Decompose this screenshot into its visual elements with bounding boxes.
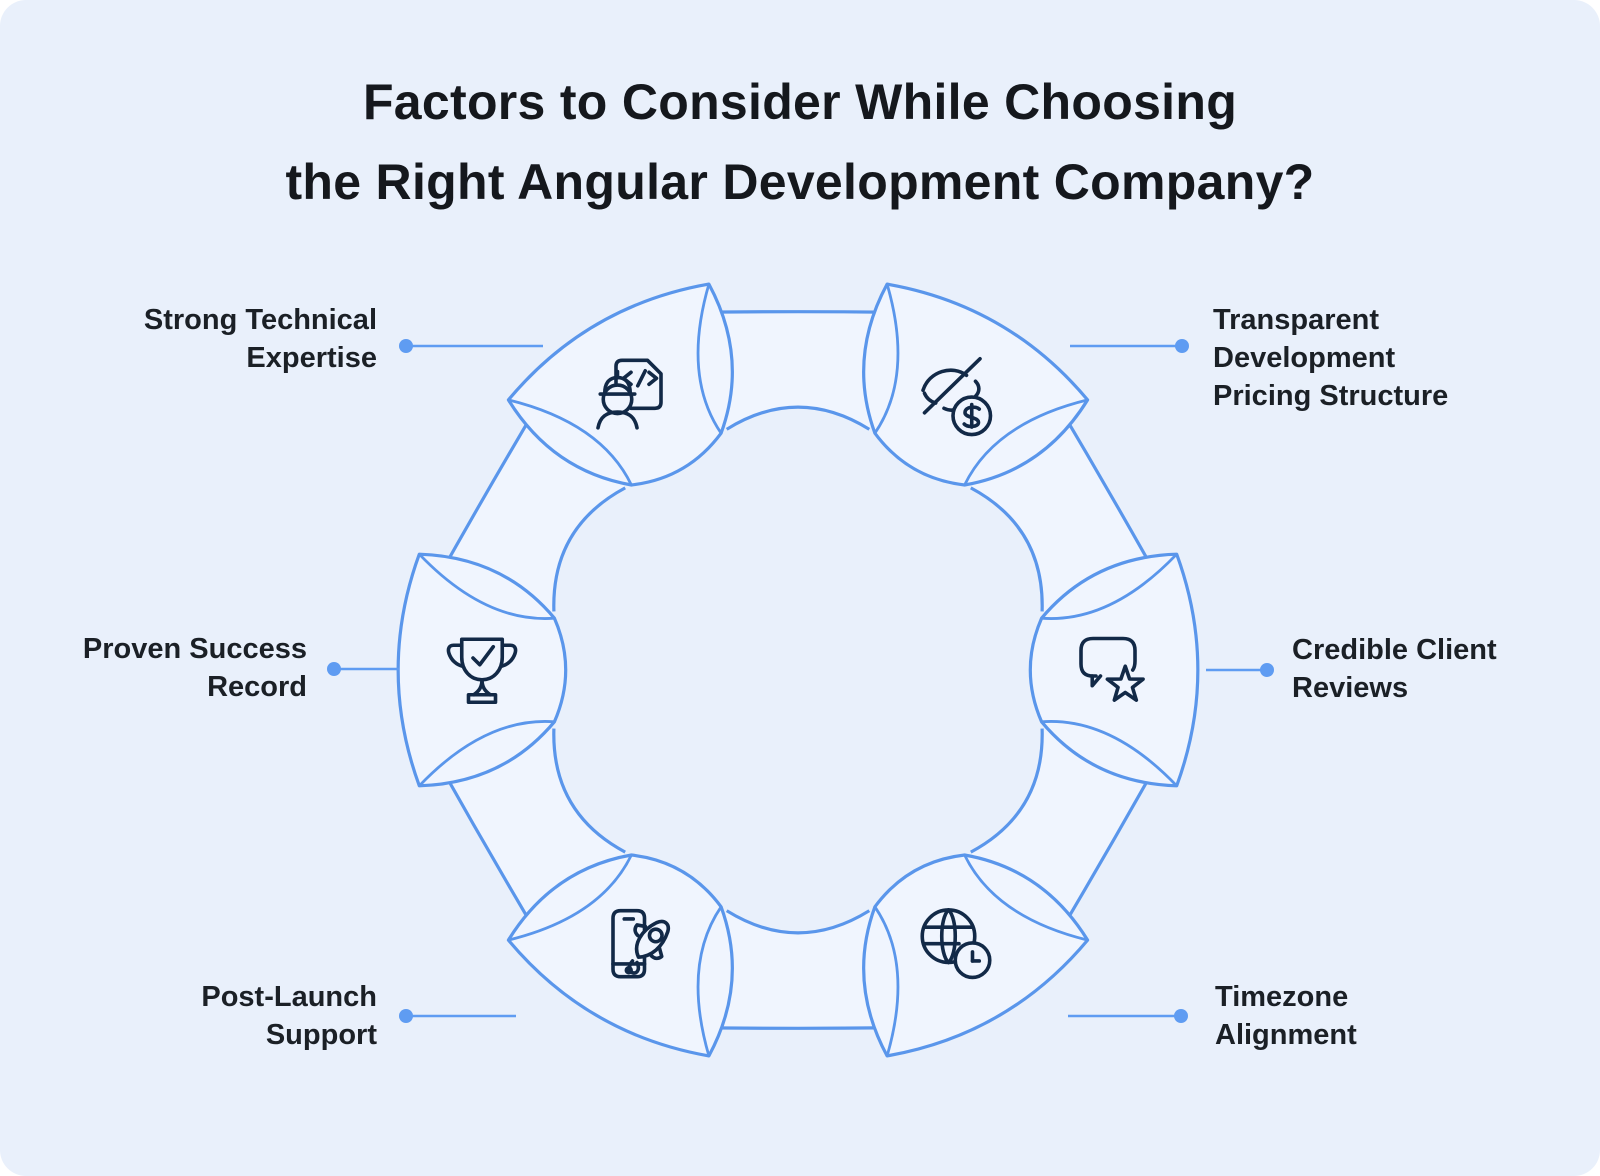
icon-stroke bbox=[466, 692, 498, 705]
label-line: Proven Success bbox=[82, 633, 307, 665]
ring-band-edge bbox=[552, 728, 626, 854]
icon-stroke bbox=[946, 908, 958, 965]
ring-fold-crease bbox=[696, 283, 723, 434]
ring-segment-transparent-development-pricing-structure bbox=[862, 282, 1090, 487]
icon-stroke bbox=[471, 644, 496, 667]
connectors bbox=[327, 339, 1274, 1023]
icon-stroke bbox=[499, 643, 518, 669]
factor-label-post-launch-support: Post-Launch Support bbox=[47, 978, 377, 1054]
label-line: Credible Client bbox=[1292, 634, 1497, 666]
connector-dot-transparent-development-pricing-structure bbox=[1175, 339, 1189, 353]
connector-dot-credible-client-reviews bbox=[1260, 663, 1274, 677]
ring-fold-crease bbox=[963, 854, 1088, 942]
ring-fold-crease bbox=[1041, 720, 1178, 787]
label-line: Support bbox=[265, 1019, 377, 1051]
label-line: Expertise bbox=[246, 342, 377, 374]
icon-stroke bbox=[596, 410, 639, 430]
title-line-1: Factors to Consider While Choosing bbox=[362, 74, 1238, 130]
icon-stroke bbox=[647, 927, 664, 944]
icon-stroke bbox=[614, 358, 663, 411]
factor-label-transparent-development-pricing-structure: Transparent Development Pricing Structur… bbox=[1213, 301, 1600, 415]
chat-star-icon bbox=[1079, 636, 1145, 702]
factor-label-strong-technical-expertise: Strong Technical Expertise bbox=[47, 301, 377, 377]
icon-stroke bbox=[922, 356, 982, 415]
connector-dot-timezone-alignment bbox=[1174, 1009, 1188, 1023]
icon-stroke bbox=[633, 923, 648, 938]
ring-band-edge bbox=[725, 405, 871, 431]
ring-band-edge bbox=[725, 909, 871, 935]
ring-band bbox=[692, 910, 904, 1029]
ring-fold-crease bbox=[963, 398, 1088, 486]
icon-stroke bbox=[647, 370, 659, 387]
icon-stroke bbox=[1090, 674, 1103, 688]
page-title: Factors to Consider While Choosing the R… bbox=[0, 62, 1600, 222]
icon-stroke bbox=[446, 643, 465, 669]
ring-band-edge bbox=[970, 728, 1044, 854]
icon-stroke bbox=[1105, 664, 1145, 702]
ring-segment-proven-success-record bbox=[396, 552, 568, 788]
engineer-code-icon bbox=[596, 358, 663, 430]
icon-stroke bbox=[627, 959, 641, 975]
ring-segment-shape bbox=[1028, 552, 1200, 788]
icon-stroke bbox=[649, 946, 664, 961]
label-line: Strong Technical bbox=[143, 304, 377, 336]
ring-band-edge bbox=[552, 486, 626, 612]
label-line: Alignment bbox=[1215, 1019, 1357, 1051]
factor-label-proven-success-record: Proven Success Record bbox=[17, 630, 307, 706]
ring-segment-credible-client-reviews bbox=[1028, 552, 1200, 788]
connector-dot-proven-success-record bbox=[327, 662, 341, 676]
ring-segment-shape bbox=[396, 552, 568, 788]
ring-fold-crease bbox=[873, 283, 900, 434]
factor-label-timezone-alignment: Timezone Alignment bbox=[1215, 978, 1545, 1054]
label-line: Development bbox=[1213, 342, 1396, 374]
label-line: Reviews bbox=[1292, 672, 1409, 704]
globe-clock-icon bbox=[920, 908, 992, 980]
icon-stroke bbox=[635, 368, 648, 388]
ring-fold-crease bbox=[418, 553, 555, 620]
label-line: Post-Launch bbox=[201, 981, 377, 1013]
icon-stroke bbox=[962, 405, 982, 429]
title-line-2: the Right Angular Development Company? bbox=[285, 154, 1315, 210]
icon-stroke bbox=[601, 383, 634, 416]
ring-fold-crease bbox=[418, 720, 555, 787]
connector-dot-strong-technical-expertise bbox=[399, 339, 413, 353]
ring-segment-shape bbox=[862, 282, 1090, 487]
ring-band-edge bbox=[970, 486, 1044, 612]
ring-band-edge bbox=[692, 310, 904, 314]
ring-fold-crease bbox=[508, 398, 633, 486]
icon-stroke bbox=[973, 379, 981, 399]
ring-fold-crease bbox=[1041, 553, 1178, 620]
ring-band-edge bbox=[692, 1026, 904, 1030]
label-line: Record bbox=[207, 671, 307, 703]
label-line: Transparent bbox=[1213, 304, 1379, 336]
ring-band bbox=[692, 311, 904, 430]
connector-dot-post-launch-support bbox=[399, 1009, 413, 1023]
label-line: Timezone bbox=[1215, 981, 1349, 1013]
ring-fold-crease bbox=[508, 854, 633, 942]
ring-fold-crease bbox=[696, 906, 723, 1057]
no-hidden-fees-icon bbox=[921, 356, 993, 437]
trophy-check-icon bbox=[446, 637, 518, 705]
label-line: Pricing Structure bbox=[1213, 380, 1449, 412]
factor-label-credible-client-reviews: Credible Client Reviews bbox=[1292, 631, 1600, 707]
phone-rocket-icon bbox=[611, 908, 671, 979]
icon-stroke bbox=[939, 908, 951, 965]
ring-fold-crease bbox=[873, 906, 900, 1057]
icon-stroke bbox=[1079, 636, 1137, 678]
